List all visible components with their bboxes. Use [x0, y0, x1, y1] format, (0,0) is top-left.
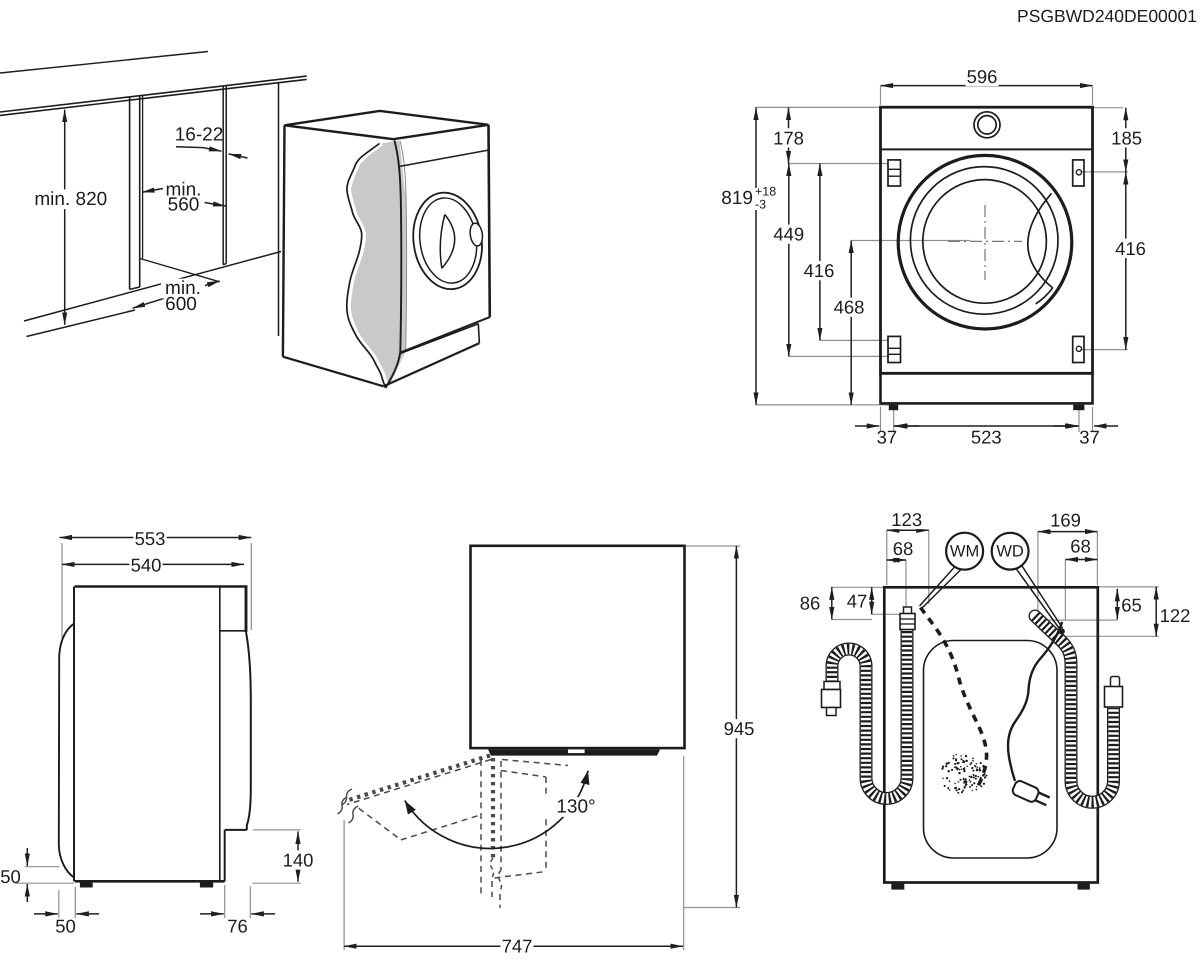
svg-text:747: 747	[502, 936, 533, 957]
svg-text:68: 68	[1070, 536, 1091, 557]
svg-text:123: 123	[891, 509, 922, 530]
svg-text:468: 468	[834, 297, 865, 318]
svg-text:416: 416	[804, 260, 835, 281]
svg-text:68: 68	[893, 538, 914, 559]
svg-text:65: 65	[1121, 595, 1142, 616]
svg-text:WM: WM	[950, 543, 979, 561]
svg-text:819: 819	[721, 188, 753, 209]
svg-text:16-22: 16-22	[175, 125, 224, 146]
svg-text:min. 820: min. 820	[34, 189, 107, 210]
svg-text:523: 523	[971, 426, 1002, 447]
svg-text:130°: 130°	[556, 797, 595, 818]
svg-text:37: 37	[877, 426, 898, 447]
svg-text:76: 76	[227, 916, 248, 937]
svg-text:178: 178	[773, 127, 804, 148]
svg-text:37: 37	[1079, 426, 1100, 447]
svg-text:449: 449	[773, 224, 804, 245]
svg-text:-3: -3	[755, 198, 766, 212]
svg-text:185: 185	[1111, 127, 1142, 148]
svg-text:50: 50	[55, 916, 76, 937]
svg-text:PSGBWD240DE00001: PSGBWD240DE00001	[1017, 6, 1197, 26]
svg-text:WD: WD	[996, 543, 1024, 561]
svg-text:50: 50	[0, 866, 21, 887]
svg-text:945: 945	[724, 718, 755, 739]
svg-text:416: 416	[1115, 238, 1146, 259]
svg-text:min.: min.	[166, 180, 202, 201]
svg-text:86: 86	[800, 593, 821, 614]
svg-text:540: 540	[131, 555, 162, 576]
svg-text:min.: min.	[165, 278, 201, 299]
svg-text:140: 140	[283, 850, 314, 871]
svg-text:47: 47	[847, 591, 868, 612]
svg-text:+18: +18	[755, 185, 776, 199]
svg-text:169: 169	[1050, 509, 1081, 530]
svg-text:600: 600	[165, 294, 197, 315]
svg-text:122: 122	[1160, 605, 1191, 626]
svg-text:560: 560	[168, 195, 200, 216]
svg-text:553: 553	[135, 528, 166, 549]
svg-text:596: 596	[967, 66, 998, 87]
